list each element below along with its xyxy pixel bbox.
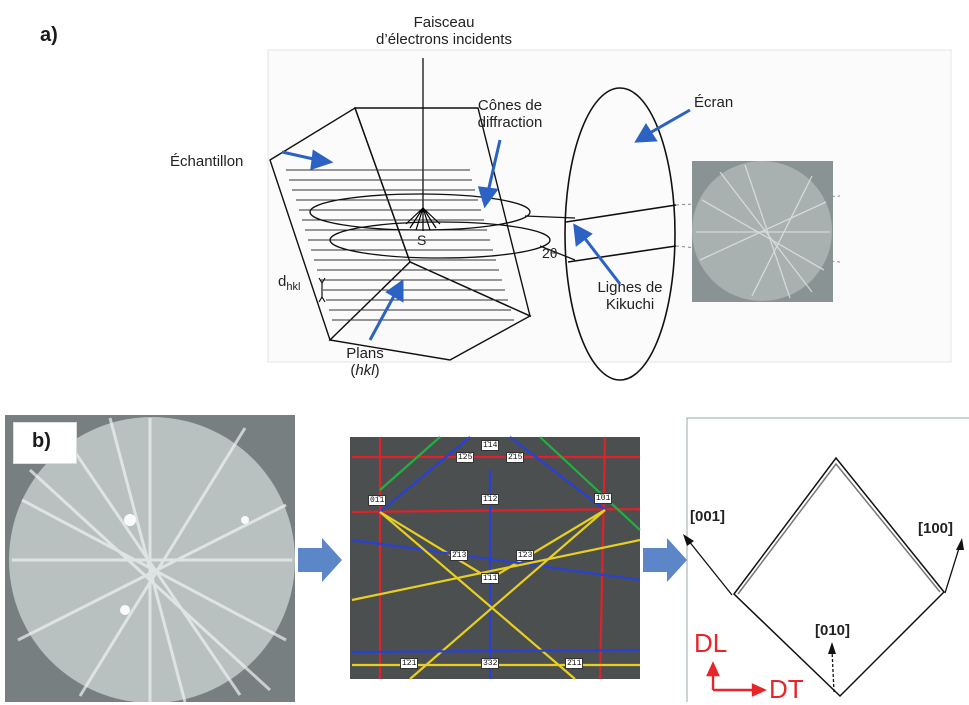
cones-label-line1: Cônes de bbox=[477, 97, 543, 114]
index-tag: 3̄32 bbox=[481, 658, 500, 669]
beam-label-line2: d’électrons incidents bbox=[376, 31, 512, 48]
sample-block bbox=[269, 106, 532, 361]
screen-label: Écran bbox=[694, 94, 734, 111]
kikuchi-label-line1: Lignes de bbox=[597, 279, 663, 296]
index-tag: 2̄13 bbox=[450, 550, 469, 561]
index-tag: 1̄01 bbox=[594, 493, 613, 504]
kikuchi-line-upper bbox=[565, 204, 677, 223]
screen-ellipse bbox=[564, 87, 676, 381]
blue-arrows bbox=[281, 108, 691, 341]
planes-label: Plans (hkl) bbox=[330, 345, 400, 379]
index-tag: 1̄12 bbox=[481, 494, 500, 505]
planes-label-line2: (hkl) bbox=[350, 362, 380, 379]
kikuchi-label-line2: Kikuchi bbox=[605, 296, 655, 313]
planes-label-line1: Plans bbox=[346, 345, 384, 362]
index-tag: 2̄15 bbox=[506, 452, 525, 463]
sample-label: Échantillon bbox=[170, 153, 244, 170]
source-label: S bbox=[417, 232, 427, 248]
index-tag: 1̄21 bbox=[400, 658, 419, 669]
axis-dl-label: DL bbox=[694, 628, 728, 658]
d-hkl-label: dhkl bbox=[278, 273, 300, 296]
flow-arrows bbox=[298, 538, 687, 582]
indexed-pattern bbox=[350, 436, 641, 680]
index-tag: 1̄11 bbox=[481, 573, 500, 584]
direction-100-label: [100] bbox=[918, 520, 954, 537]
incident-beam-label: Faisceau d’électrons incidents bbox=[360, 14, 528, 48]
index-tag: 01̄1 bbox=[368, 495, 387, 506]
orientation-panel bbox=[683, 417, 969, 702]
axis-dt-label: DT bbox=[769, 674, 804, 704]
source-burst bbox=[405, 207, 441, 231]
diffraction-cones bbox=[309, 193, 576, 261]
panel-b-label-box: b) bbox=[13, 422, 77, 464]
angle-label: 2θ bbox=[542, 245, 558, 261]
beam-label-line1: Faisceau bbox=[413, 14, 475, 31]
index-tag: 1̄23 bbox=[516, 550, 535, 561]
d-hkl-main: d bbox=[278, 273, 287, 290]
cones-label-line2: diffraction bbox=[477, 114, 543, 131]
d-hkl-subscript: hkl bbox=[286, 281, 301, 293]
index-tag: 2̄11 bbox=[565, 658, 584, 669]
direction-010-label: [010] bbox=[815, 622, 851, 639]
index-tag: 1̄25 bbox=[456, 452, 475, 463]
cones-label: Cônes de diffraction bbox=[455, 97, 565, 131]
panel-b-label: b) bbox=[32, 430, 51, 452]
kikuchi-label: Lignes de Kikuchi bbox=[580, 279, 680, 313]
ebsd-thumbnail bbox=[692, 161, 833, 302]
d-hkl-marker bbox=[318, 277, 326, 303]
kikuchi-line-lower bbox=[567, 245, 677, 263]
index-tag: 1̄14 bbox=[481, 440, 500, 451]
direction-001-label: [001] bbox=[690, 508, 726, 525]
panel-a-label: a) bbox=[40, 24, 58, 46]
